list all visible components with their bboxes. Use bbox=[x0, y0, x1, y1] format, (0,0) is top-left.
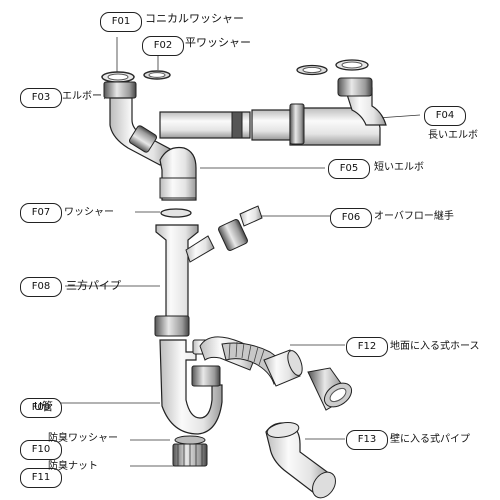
label-three-way-pipe: 三方パイプ bbox=[66, 279, 121, 292]
label-elbow: エルボー bbox=[62, 91, 102, 102]
code-f10: F10 bbox=[20, 440, 62, 460]
washer bbox=[160, 208, 192, 218]
label-odor-nut: 防臭ナット bbox=[48, 461, 98, 472]
wall-pipe bbox=[265, 422, 336, 499]
overflow-fitting bbox=[218, 205, 263, 251]
drain-nut bbox=[172, 435, 208, 467]
three-way-pipe bbox=[154, 224, 215, 337]
code-f01: F01 bbox=[100, 12, 142, 32]
code-f11: F11 bbox=[20, 468, 62, 488]
label-washer: ワッシャー bbox=[64, 207, 114, 218]
code-f08: F08 bbox=[20, 277, 62, 297]
short-elbow bbox=[159, 146, 197, 201]
leader-lines bbox=[45, 37, 421, 467]
floor-hose bbox=[221, 341, 353, 411]
label-wall-pipe: 壁に入る式パイプ bbox=[390, 434, 470, 445]
label-odor-washer: 防臭ワッシャー bbox=[48, 433, 118, 444]
code-f05: F05 bbox=[328, 159, 370, 179]
label-long-elbow: 長いエルボ bbox=[428, 130, 478, 141]
label-short-elbow: 短いエルボ bbox=[374, 162, 424, 173]
label-overflow-fitting: オーバフロー継手 bbox=[374, 211, 454, 222]
code-f03: F03 bbox=[20, 88, 62, 108]
code-f09: F09 bbox=[20, 398, 62, 418]
code-f02: F02 bbox=[142, 36, 184, 56]
horizontal-pipe bbox=[159, 109, 293, 141]
label-u-trap: U管 bbox=[34, 400, 54, 413]
code-f04: F04 bbox=[424, 106, 466, 126]
label-flat-washer: 平ワッシャー bbox=[185, 36, 251, 49]
long-elbow bbox=[289, 59, 387, 146]
label-floor-hose: 地面に入る式ホース bbox=[390, 341, 480, 352]
code-f13: F13 bbox=[346, 430, 388, 450]
code-f12: F12 bbox=[346, 337, 388, 357]
code-f06: F06 bbox=[330, 208, 372, 228]
label-conical-washer: コニカルワッシャー bbox=[145, 12, 244, 25]
code-f07: F07 bbox=[20, 203, 62, 223]
